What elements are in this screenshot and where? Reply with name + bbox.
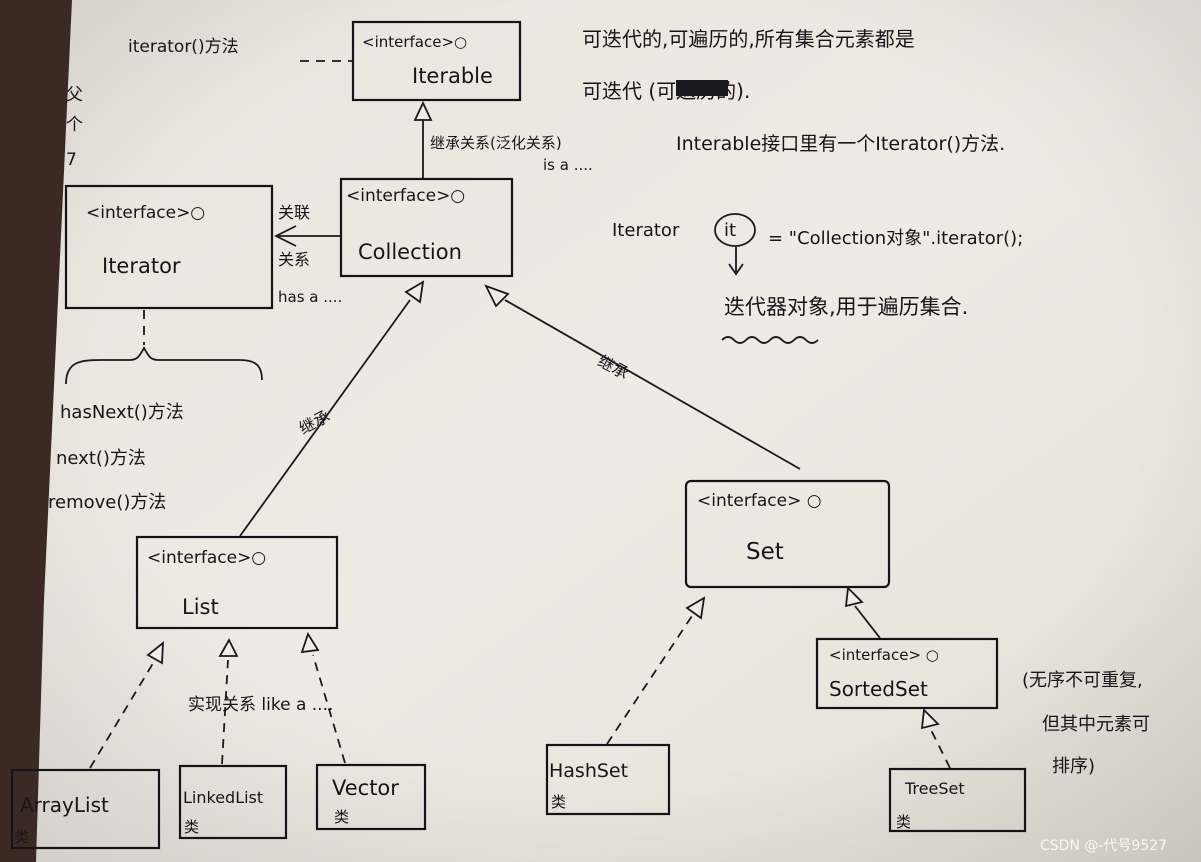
inherit-relation-label: 继承关系(泛化关系) — [430, 134, 562, 152]
has-a-label: has a .... — [278, 288, 342, 306]
scribbled-word — [676, 80, 728, 96]
svg-text:个: 个 — [66, 115, 83, 135]
arraylist-mark: 类 — [14, 828, 29, 846]
set-node: <interface> ○ Set — [684, 479, 891, 589]
sortedset-name: SortedSet — [829, 677, 928, 701]
wavy-underline — [721, 336, 819, 344]
svg-text:父: 父 — [66, 85, 83, 105]
iterator-methods: hasNext()方法 next()方法 remove()方法 — [48, 402, 184, 513]
hashset-implements-set — [606, 596, 706, 745]
linkedlist-name: LinkedList — [183, 788, 263, 807]
is-a-label: is a .... — [543, 156, 593, 174]
treeset-mark: 类 — [896, 813, 911, 831]
sortedset-note-2: 但其中元素可 — [1042, 714, 1150, 735]
sortedset-stereotype: <interface> ○ — [829, 646, 939, 664]
sortedset-node: <interface> ○ SortedSet — [815, 637, 999, 710]
sortedset-note-1: (无序不可重复, — [1022, 670, 1143, 691]
watermark: CSDN @-代号9527 — [1040, 838, 1167, 854]
collection-name: Collection — [358, 240, 462, 264]
treeset-name: TreeSet — [904, 779, 965, 798]
side-note: 父 个 7 — [66, 85, 83, 170]
note-line-3: Interable接口里有一个Iterator()方法. — [676, 133, 1005, 155]
iterable-name: Iterable — [412, 64, 493, 88]
note-line-2: 可迭代 (可遍历的). — [582, 79, 750, 103]
linkedlist-node: LinkedList 类 — [178, 764, 288, 840]
hashset-name: HashSet — [549, 760, 628, 782]
implementation-label: 实现关系 like a .... — [188, 695, 333, 715]
note-line-1: 可迭代的,可遍历的,所有集合元素都是 — [582, 27, 915, 51]
vector-mark: 类 — [334, 808, 349, 826]
linkedlist-implements-list — [218, 638, 239, 765]
collection-node: <interface>○ Collection — [339, 177, 514, 278]
set-stereotype: <interface> ○ — [697, 491, 822, 511]
sortedset-note-3: 排序) — [1052, 756, 1095, 777]
collection-stereotype: <interface>○ — [346, 186, 465, 206]
code-note: Iterator it = "Collection对象".iterator();… — [612, 213, 1023, 344]
set-name: Set — [746, 539, 784, 565]
code-expr: = "Collection对象".iterator(); — [768, 228, 1023, 249]
method-remove: remove()方法 — [48, 492, 166, 513]
association-label-1: 关联 — [278, 203, 310, 222]
methods-brace — [65, 346, 263, 385]
list-stereotype: <interface>○ — [147, 548, 266, 568]
sortedset-inherits-set — [844, 586, 881, 639]
iterable-stereotype: <interface>○ — [362, 33, 467, 51]
collection-inherits-iterable — [413, 100, 433, 178]
iterator-name: Iterator — [102, 254, 181, 278]
collection-association-iterator — [273, 225, 340, 247]
association-label-2: 关系 — [278, 250, 310, 269]
svg-text:7: 7 — [66, 150, 77, 170]
set-inherits-collection — [484, 284, 801, 470]
iterable-node: <interface>○ Iterable — [351, 20, 522, 102]
iterator-stereotype: <interface>○ — [86, 203, 205, 223]
hashset-node: HashSet 类 — [545, 743, 671, 816]
hashset-mark: 类 — [551, 793, 566, 811]
list-node: <interface>○ List — [135, 535, 339, 630]
arraylist-name: ArrayList — [20, 793, 109, 817]
iterator-method-label: iterator()方法 — [128, 37, 239, 57]
method-hasnext: hasNext()方法 — [60, 402, 184, 423]
arraylist-node: ArrayList 类 — [10, 768, 161, 850]
linkedlist-mark: 类 — [184, 818, 199, 836]
vector-node: Vector 类 — [315, 763, 427, 831]
treeset-node: TreeSet 类 — [888, 767, 1027, 833]
list-name: List — [182, 595, 219, 619]
treeset-implements-sortedset — [920, 708, 951, 769]
code-description: 迭代器对象,用于遍历集合. — [724, 295, 968, 319]
vector-name: Vector — [332, 776, 399, 800]
paper-shadow — [36, 0, 1201, 862]
iterator-node: <interface>○ Iterator — [64, 184, 274, 310]
method-next: next()方法 — [56, 448, 146, 469]
code-var: it — [724, 220, 736, 241]
it-circle — [714, 213, 756, 247]
vector-implements-list — [300, 631, 346, 764]
sortedset-note: (无序不可重复, 但其中元素可 排序) — [1022, 670, 1150, 777]
code-type: Iterator — [612, 220, 680, 241]
list-inherits-collection — [239, 280, 425, 537]
arraylist-implements-list — [89, 641, 164, 769]
